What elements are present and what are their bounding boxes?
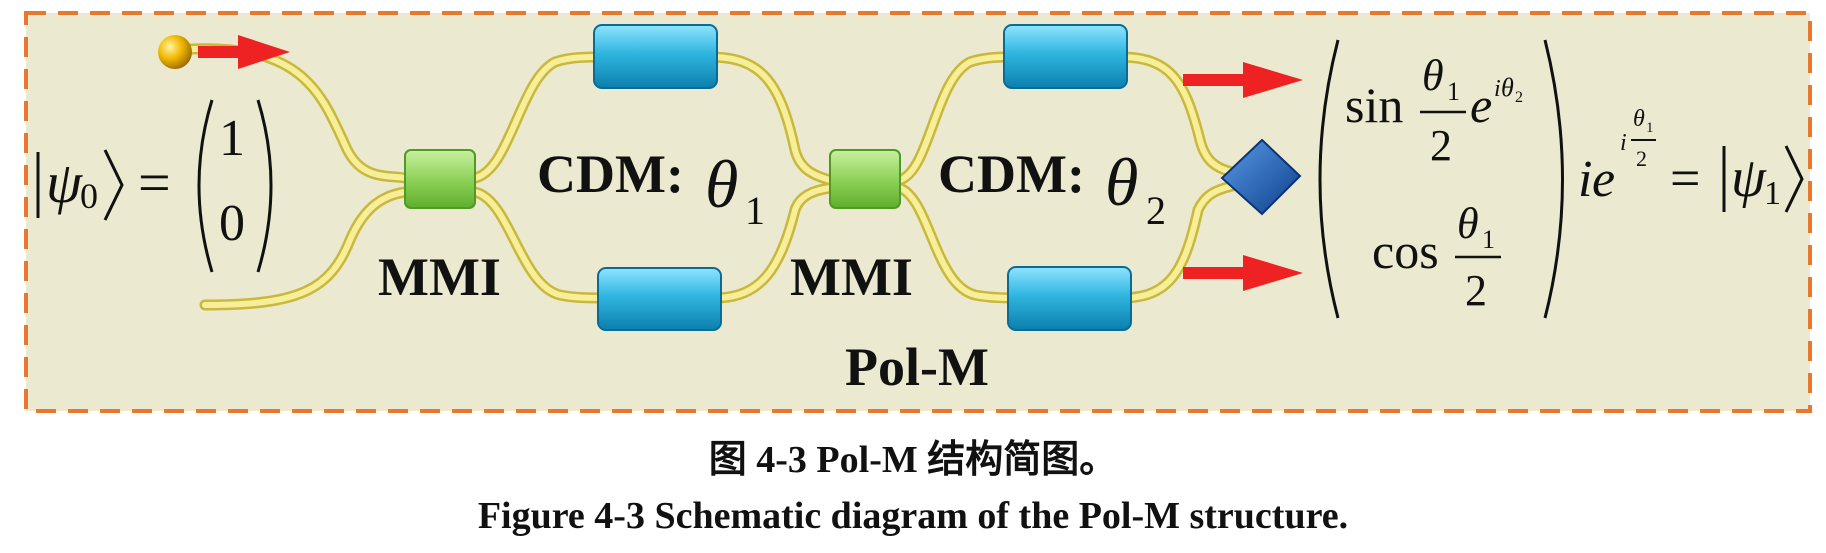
cdm-theta-1: θ — [705, 146, 738, 222]
mmi-label-2: MMI — [790, 247, 913, 307]
pol-m-schematic: MMI MMI CDM: θ 1 CDM: θ 2 Pol-M ψ 0 = 1 … — [24, 11, 1812, 413]
output-phase-exp-theta-sub: 1 — [1646, 120, 1654, 136]
output-phase-exp-i: i — [1620, 130, 1627, 156]
phase-shifter-lower-1 — [597, 267, 722, 331]
cdm-theta-1-sub: 1 — [745, 188, 765, 233]
output-phase-i: i — [1578, 151, 1592, 208]
input-equals: = — [138, 150, 171, 215]
mmi-block-2 — [829, 149, 901, 209]
output-phase-e: e — [1592, 151, 1615, 208]
cdm-theta-2: θ — [1105, 144, 1138, 220]
input-arrow-icon — [198, 35, 290, 69]
output-theta-bottom: θ — [1457, 199, 1479, 248]
output-e-top: e — [1470, 77, 1492, 133]
output-two-bottom: 2 — [1465, 266, 1487, 315]
cdm-theta-2-sub: 2 — [1146, 188, 1166, 233]
input-psi: ψ — [46, 150, 83, 215]
output-cos: cos — [1372, 223, 1439, 279]
input-psi-sub: 0 — [80, 176, 98, 216]
output-equals: = — [1670, 148, 1700, 208]
phase-shifter-upper-1 — [593, 24, 718, 89]
caption-english: Figure 4-3 Schematic diagram of the Pol-… — [477, 495, 1349, 537]
output-exp-i: i — [1494, 76, 1501, 102]
cdm-label-1: CDM: — [537, 144, 684, 204]
mmi-block-1 — [404, 149, 476, 209]
pol-m-label: Pol-M — [845, 337, 989, 397]
input-vector-top: 1 — [219, 110, 245, 167]
input-vector-bottom: 0 — [219, 195, 245, 252]
output-theta-top: θ — [1422, 51, 1444, 100]
output-exp-theta-sub: 2 — [1515, 89, 1523, 106]
mmi-label-1: MMI — [378, 247, 501, 307]
output-psi: ψ — [1731, 147, 1767, 209]
input-state-equation: ψ 0 = 1 0 — [36, 99, 273, 273]
output-sin: sin — [1345, 77, 1403, 133]
output-theta-top-sub: 1 — [1447, 77, 1460, 106]
phase-shifter-lower-2 — [1007, 266, 1132, 331]
output-phase-exp-theta: θ — [1633, 106, 1645, 132]
photon-source-icon — [158, 35, 192, 69]
output-state-equation: sin θ 1 2 e i θ 2 cos θ 1 2 i e i θ 1 2 … — [1318, 39, 1804, 319]
phase-shifter-upper-2 — [1003, 24, 1128, 89]
output-arrow-lower-icon — [1183, 255, 1303, 291]
output-theta-bottom-sub: 1 — [1482, 225, 1495, 254]
caption-chinese: 图 4-3 Pol-M 结构简图。 — [708, 439, 1118, 481]
output-phase-exp-two: 2 — [1636, 146, 1647, 171]
cdm-label-2: CDM: — [938, 144, 1085, 204]
output-diamond-icon — [1220, 138, 1302, 216]
output-psi-sub: 1 — [1764, 175, 1781, 212]
output-arrow-upper-icon — [1183, 62, 1303, 98]
output-exp-theta: θ — [1501, 73, 1514, 102]
output-two-top: 2 — [1430, 121, 1452, 170]
